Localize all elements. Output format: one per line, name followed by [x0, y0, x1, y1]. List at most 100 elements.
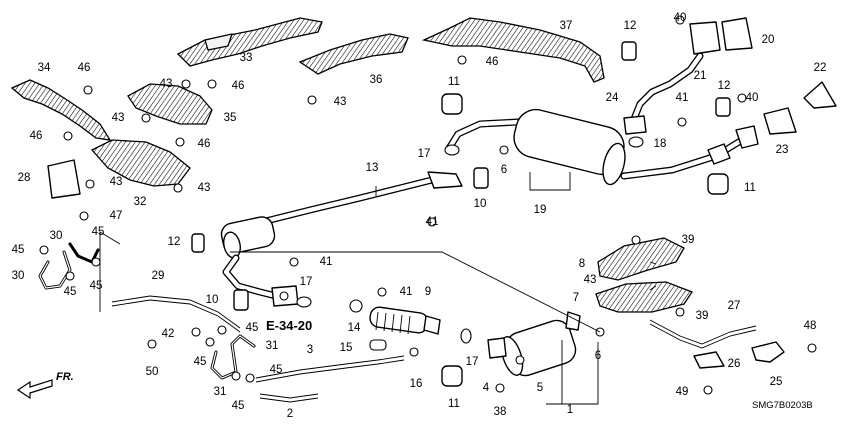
callout: 45: [92, 226, 105, 238]
sensor-27: [649, 319, 757, 349]
callout: 30: [50, 230, 63, 242]
callout: 49: [676, 386, 689, 398]
callout: 39: [696, 310, 709, 322]
leader-lines: [99, 172, 657, 405]
callout: 17: [300, 276, 313, 288]
hanger-rubber-10a: [233, 289, 249, 311]
callout: 31: [266, 340, 279, 352]
hanger-rubber-10b: [473, 167, 489, 189]
callout: 43: [112, 112, 125, 124]
gasket-17b: [296, 296, 312, 308]
heat-shield-33: [176, 17, 323, 67]
callout: 7: [573, 292, 579, 304]
gasket-15: [369, 339, 387, 351]
heat-shield-34: [10, 79, 112, 141]
callout: 45: [64, 286, 77, 298]
tube-29: [111, 295, 241, 333]
flexible-pipe-9: [369, 306, 441, 335]
callout: 45: [90, 280, 103, 292]
callout: 23: [776, 144, 789, 156]
callout: 40: [674, 12, 687, 24]
svg-text:FR.: FR.: [56, 371, 74, 383]
hanger-rubber-12b: [621, 41, 637, 61]
callout: 19: [534, 204, 547, 216]
callout: 9: [425, 286, 431, 298]
callout: 18: [654, 138, 667, 150]
bracket-28: [47, 159, 81, 199]
hose-30: [38, 242, 100, 290]
callout: 22: [814, 62, 827, 74]
callout: 45: [232, 400, 245, 412]
callout: 10: [206, 294, 219, 306]
callout: 46: [30, 130, 43, 142]
bracket-25: [751, 341, 785, 363]
callout: 32: [134, 196, 147, 208]
callout: 43: [198, 182, 211, 194]
callout: 46: [232, 80, 245, 92]
callout: 6: [595, 350, 601, 362]
callout-numbers: 1 2 3 4 5 6 6 7 8 9 10 10 11 11 11 12 12…: [12, 12, 827, 420]
callout: 50: [146, 366, 159, 378]
callout: 31: [214, 386, 227, 398]
callout: 12: [718, 80, 731, 92]
gasket-17c: [460, 328, 472, 344]
heat-shield-36: [298, 33, 409, 75]
callout: 45: [12, 244, 25, 256]
callout: 11: [744, 182, 756, 194]
callout: 34: [38, 62, 51, 74]
hanger-rubber-11c: [441, 365, 463, 387]
drawing-code: SMG7B0203B: [752, 400, 813, 411]
callout: 26: [728, 358, 741, 370]
heat-shield-32: [90, 139, 191, 187]
callout: 8: [579, 258, 585, 270]
tube-2: [259, 393, 319, 403]
callout: 43: [334, 96, 347, 108]
callout: 20: [762, 34, 775, 46]
callout: 4: [483, 382, 490, 394]
hanger-rubber-12c: [715, 97, 731, 117]
callout: 47: [110, 210, 123, 222]
callout: 41: [676, 92, 689, 104]
callout: 21: [694, 70, 707, 82]
callout: 38: [494, 406, 507, 418]
reference-label: E-34-20: [266, 318, 312, 333]
callout: 24: [606, 92, 619, 104]
bracket-22: [803, 81, 837, 109]
bracket-26: [693, 351, 725, 369]
callout: 12: [168, 236, 181, 248]
callout: 12: [624, 20, 637, 32]
callout: 43: [584, 274, 597, 286]
hanger-rubber-11b: [707, 173, 729, 195]
callout: 45: [246, 322, 259, 334]
callout: 25: [770, 376, 783, 388]
callout: 3: [307, 344, 313, 356]
callout: 45: [270, 364, 283, 376]
callout: 15: [340, 342, 353, 354]
tube-3: [255, 355, 405, 383]
gasket-17a: [444, 144, 460, 156]
callout: 40: [746, 92, 759, 104]
callout: 27: [728, 300, 741, 312]
callout: 43: [160, 78, 173, 90]
converter-1: [487, 311, 581, 377]
callout: 45: [194, 356, 207, 368]
hanger-rubber-11a: [441, 93, 463, 115]
callout: 13: [366, 162, 379, 174]
callout: 10: [474, 198, 487, 210]
gasket-18: [628, 136, 644, 148]
callout: 1: [567, 404, 573, 416]
callout: 29: [152, 270, 165, 282]
callout: 11: [448, 398, 460, 410]
hose-31: [210, 334, 256, 380]
callout: 41: [320, 256, 333, 268]
callout: 30: [12, 270, 25, 282]
callout: 36: [370, 74, 383, 86]
callout: 5: [537, 382, 543, 394]
heat-shield-35: [127, 83, 213, 125]
callout: 46: [198, 138, 211, 150]
callout: 16: [410, 378, 423, 390]
callout: 41: [400, 286, 413, 298]
callout: 2: [287, 408, 293, 420]
callout: 37: [560, 20, 573, 32]
callout: 14: [348, 322, 361, 334]
